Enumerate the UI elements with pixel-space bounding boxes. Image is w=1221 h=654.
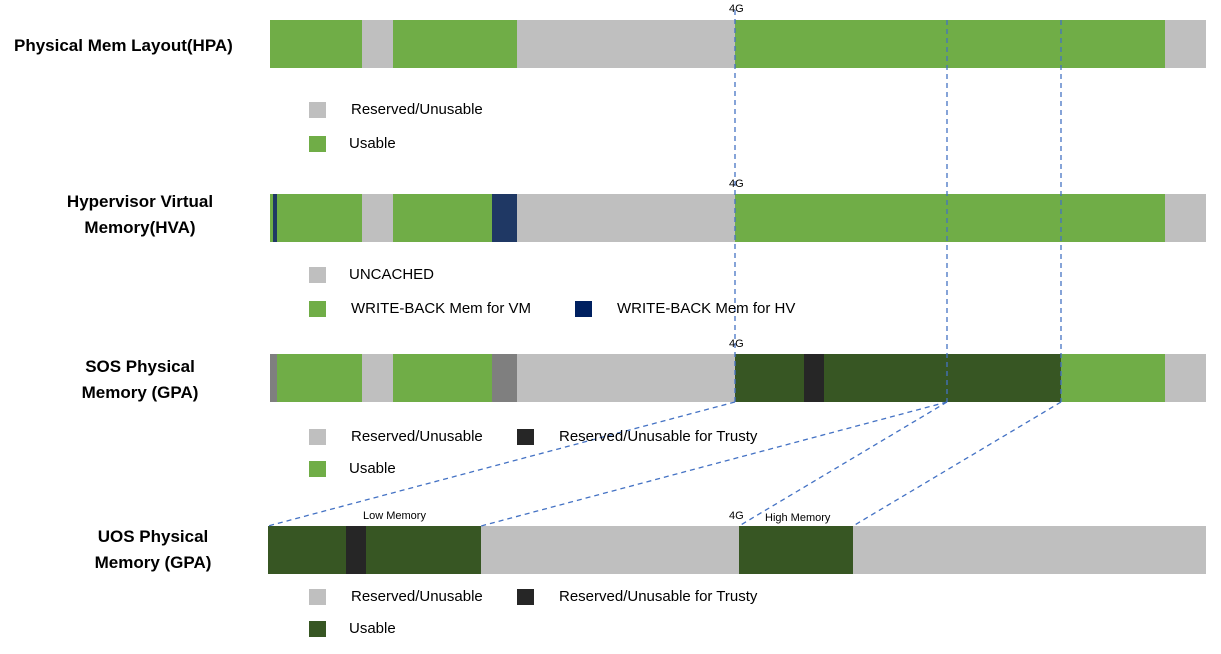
segment-grey — [492, 354, 517, 402]
legend-label: Reserved/Unusable — [351, 101, 483, 118]
segment-usable — [393, 354, 492, 402]
segment-dark — [366, 526, 481, 574]
mark-4g-sos: 4G — [729, 338, 744, 350]
memory-bar-hva — [270, 194, 1206, 242]
legend-swatch — [309, 102, 326, 118]
row-label-sos: SOS Physical Memory (GPA) — [40, 354, 240, 406]
legend-label: WRITE-BACK Mem for VM — [351, 300, 532, 317]
segment-reserved — [517, 20, 735, 68]
segment-reserved — [362, 20, 393, 68]
row-label-hva: Hypervisor Virtual Memory(HVA) — [40, 189, 240, 241]
segment-reserved — [1165, 20, 1206, 68]
row-label-hva-line2: Memory(HVA) — [84, 218, 196, 237]
legend-swatch — [309, 461, 326, 477]
row-label-sos-line2: Memory (GPA) — [81, 383, 199, 402]
segment-hv — [492, 194, 517, 242]
legend-label: Reserved/Unusable — [351, 428, 483, 445]
mark-low-memory: Low Memory — [363, 510, 426, 522]
segment-usable — [735, 20, 1165, 68]
segment-usable — [270, 194, 273, 242]
segment-usable — [277, 194, 362, 242]
segment-dark — [947, 354, 1061, 402]
segment-usable — [735, 194, 1165, 242]
row-label-sos-line1: SOS Physical — [85, 357, 195, 376]
legend-label: UNCACHED — [349, 266, 435, 283]
segment-reserved — [853, 526, 1206, 574]
connector-high-end — [852, 401, 1062, 527]
legend-swatch — [309, 267, 326, 283]
row-label-hva-line1: Hypervisor Virtual — [66, 192, 214, 211]
legend-label: Reserved/Unusable for Trusty — [559, 428, 758, 445]
legend-label: WRITE-BACK Mem for HV — [617, 300, 796, 317]
segment-reserved — [362, 354, 393, 402]
legend-swatch — [309, 621, 326, 637]
segment-trusty — [346, 526, 366, 574]
row-label-uos-line2: Memory (GPA) — [94, 553, 212, 572]
legend-swatch — [309, 301, 326, 317]
segment-reserved — [362, 194, 393, 242]
row-label-uos-line1: UOS Physical — [97, 527, 209, 546]
segment-usable — [393, 194, 492, 242]
legend-label: Usable — [349, 620, 396, 637]
segment-grey — [270, 354, 277, 402]
connector-high-start — [738, 401, 948, 527]
legend-swatch — [517, 589, 534, 605]
legend-swatch — [309, 589, 326, 605]
row-label-hpa-text: Physical Mem Layout(HPA) — [14, 36, 233, 55]
segment-reserved — [1165, 194, 1206, 242]
row-label-uos: UOS Physical Memory (GPA) — [53, 524, 253, 576]
segment-reserved — [517, 194, 735, 242]
legend-swatch — [309, 136, 326, 152]
mark-high-memory: High Memory — [765, 512, 831, 524]
legend-label: Usable — [349, 135, 396, 152]
legend-label: Reserved/Unusable — [351, 588, 483, 605]
connector-low-end — [480, 401, 948, 527]
segment-trusty — [804, 354, 824, 402]
memory-bar-sos — [270, 354, 1206, 402]
legend-swatch — [517, 429, 534, 445]
memory-bar-hpa — [270, 20, 1206, 68]
legend-label: Usable — [349, 460, 396, 477]
segment-dark — [739, 526, 853, 574]
connector-low-start — [267, 401, 736, 527]
mark-4g-hpa: 4G — [729, 3, 744, 15]
memory-bar-uos — [268, 526, 1206, 574]
segment-reserved — [1165, 354, 1206, 402]
legend-label: Reserved/Unusable for Trusty — [559, 588, 758, 605]
segment-reserved — [517, 354, 735, 402]
segment-usable — [270, 20, 362, 68]
segment-dark — [268, 526, 346, 574]
segment-reserved — [481, 526, 739, 574]
segment-usable — [277, 354, 362, 402]
mark-4g-uos: 4G — [729, 510, 744, 522]
row-label-hpa: Physical Mem Layout(HPA) — [14, 33, 233, 59]
legend-swatch — [309, 429, 326, 445]
segment-usable — [1061, 354, 1165, 402]
segment-hv — [273, 194, 277, 242]
segment-dark — [824, 354, 947, 402]
mark-4g-hva: 4G — [729, 178, 744, 190]
legend-swatch — [575, 301, 592, 317]
segment-usable — [393, 20, 517, 68]
segment-dark — [735, 354, 804, 402]
